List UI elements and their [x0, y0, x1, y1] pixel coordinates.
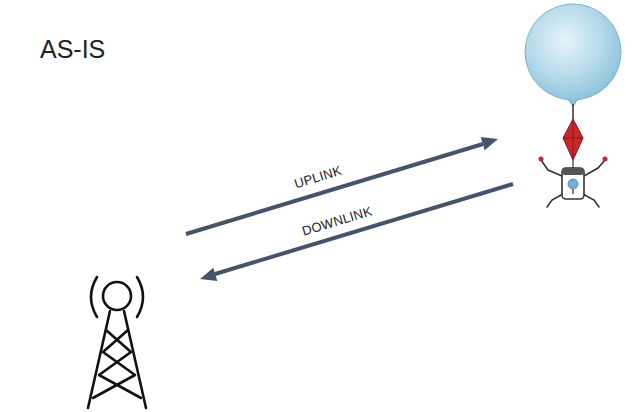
balloon-tether	[572, 104, 574, 119]
payload-limbs	[541, 160, 605, 207]
payload-hand	[539, 157, 544, 162]
balloon-illustration	[525, 4, 621, 207]
arrow-head	[481, 137, 498, 150]
payload-arm	[541, 160, 562, 176]
payload-cap	[562, 168, 584, 175]
link-label: DOWNLINK	[300, 204, 373, 238]
tower-brace	[93, 330, 135, 398]
parachute-seam	[563, 119, 583, 160]
payload-logo	[568, 179, 578, 189]
signal-wave	[137, 277, 143, 317]
tower-antenna	[103, 282, 131, 310]
payload-arm	[584, 160, 605, 176]
payload-tether	[572, 160, 573, 168]
downlink-arrow	[200, 184, 513, 281]
link-label: UPLINK	[293, 164, 343, 191]
payload-box	[562, 168, 584, 199]
payload-logo	[572, 189, 574, 194]
diagram-title: AS-IS	[40, 37, 105, 62]
parachute-diamond	[563, 119, 583, 160]
payload-leg	[583, 194, 599, 207]
arrow-shaft	[215, 184, 513, 274]
radio-tower-icon	[88, 277, 146, 408]
balloon-envelope	[525, 4, 621, 100]
payload-hand	[603, 157, 608, 162]
signal-wave	[91, 277, 97, 317]
arrow-head	[200, 268, 217, 281]
payload-leg	[547, 194, 563, 207]
